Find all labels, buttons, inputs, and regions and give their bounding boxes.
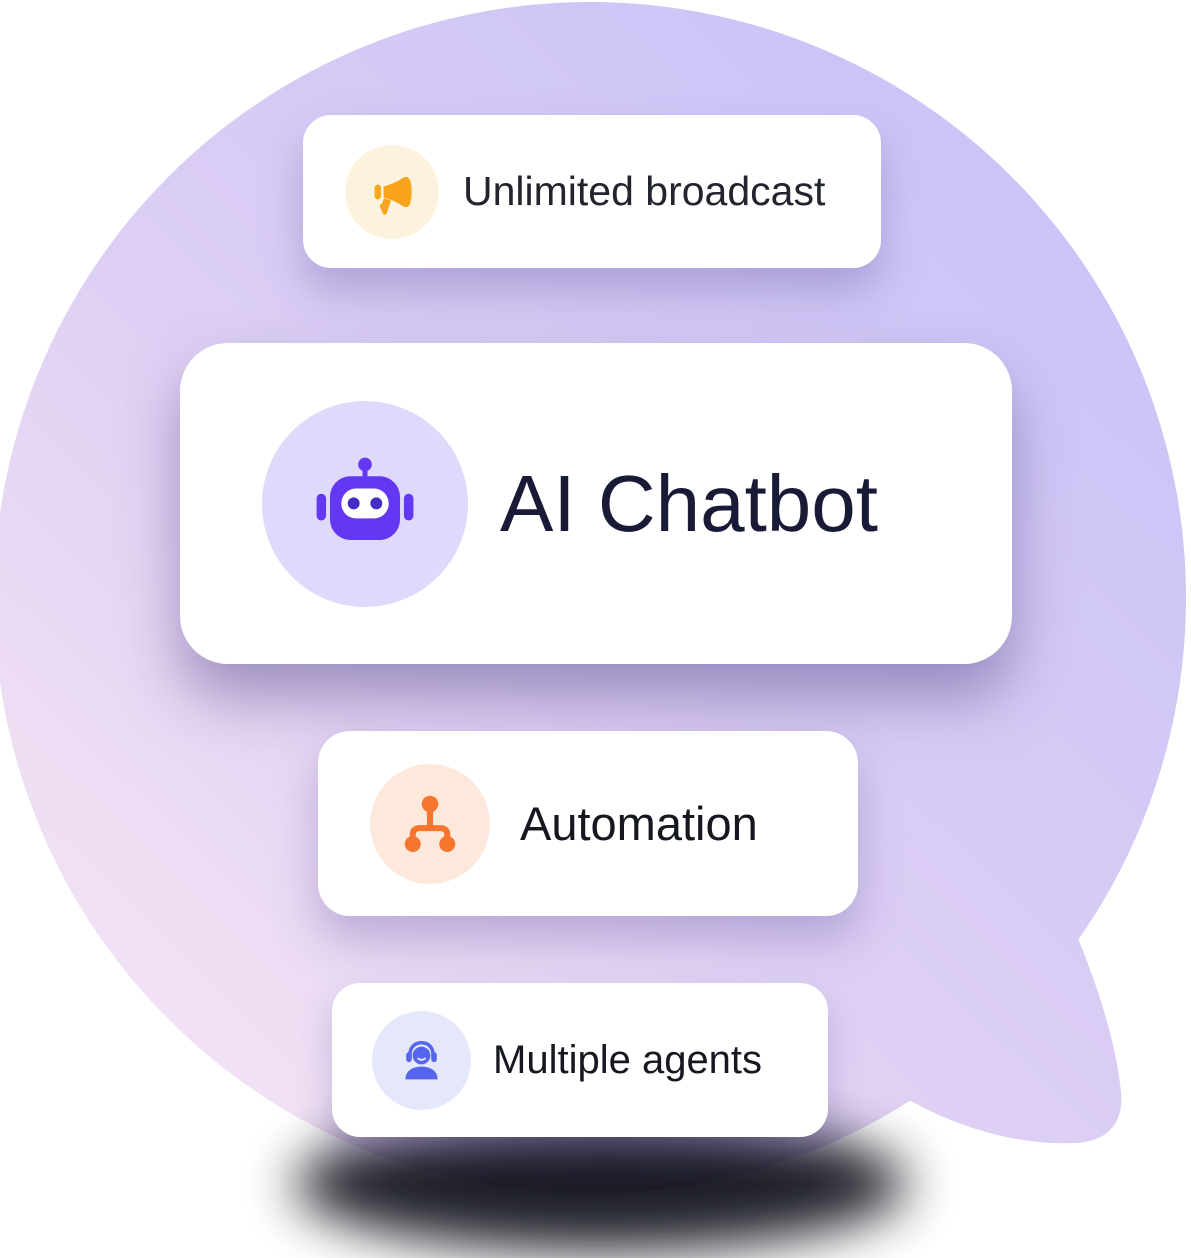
robot-antenna-stem: [362, 467, 368, 479]
bottom-card-shadow: [295, 1118, 907, 1250]
support-agent-icon: [372, 1010, 471, 1110]
robot-antenna-ball: [358, 457, 372, 471]
megaphone-icon: [345, 144, 439, 239]
feature-label-agents: Multiple agents: [493, 1037, 763, 1082]
robot-eye-right: [370, 496, 383, 509]
megaphone-mouthpiece: [374, 184, 381, 199]
feature-card-agents: Multiple agents: [332, 983, 828, 1137]
agent-head: [412, 1046, 431, 1064]
feature-card-automation: Automation: [318, 731, 858, 916]
robot-face: [341, 488, 389, 518]
robot-eye-left: [347, 496, 360, 509]
robot-ear-left: [316, 493, 327, 520]
robot-ear-right: [403, 493, 414, 520]
workflow-bracket: [409, 824, 451, 840]
feature-label-automation: Automation: [520, 797, 758, 850]
workflow-icon: [370, 763, 490, 884]
workflow-node-top: [421, 795, 439, 812]
feature-card-chatbot: AI Chatbot: [180, 343, 1012, 664]
megaphone-bell: [383, 176, 412, 207]
headset-band: [408, 1040, 435, 1059]
speech-bubble-tail: [870, 938, 1122, 1144]
agent-body: [405, 1066, 438, 1079]
robot-icon: [262, 400, 468, 607]
workflow-node-left: [404, 835, 421, 852]
headset-cup-right: [431, 1051, 437, 1062]
feature-label-broadcast: Unlimited broadcast: [463, 168, 826, 214]
headset-cup-left: [406, 1051, 412, 1062]
agent-smile: [417, 1057, 426, 1061]
feature-card-broadcast: Unlimited broadcast: [303, 115, 881, 268]
megaphone-handle: [379, 197, 391, 215]
workflow-node-right: [439, 835, 456, 852]
feature-label-chatbot: AI Chatbot: [500, 458, 879, 548]
